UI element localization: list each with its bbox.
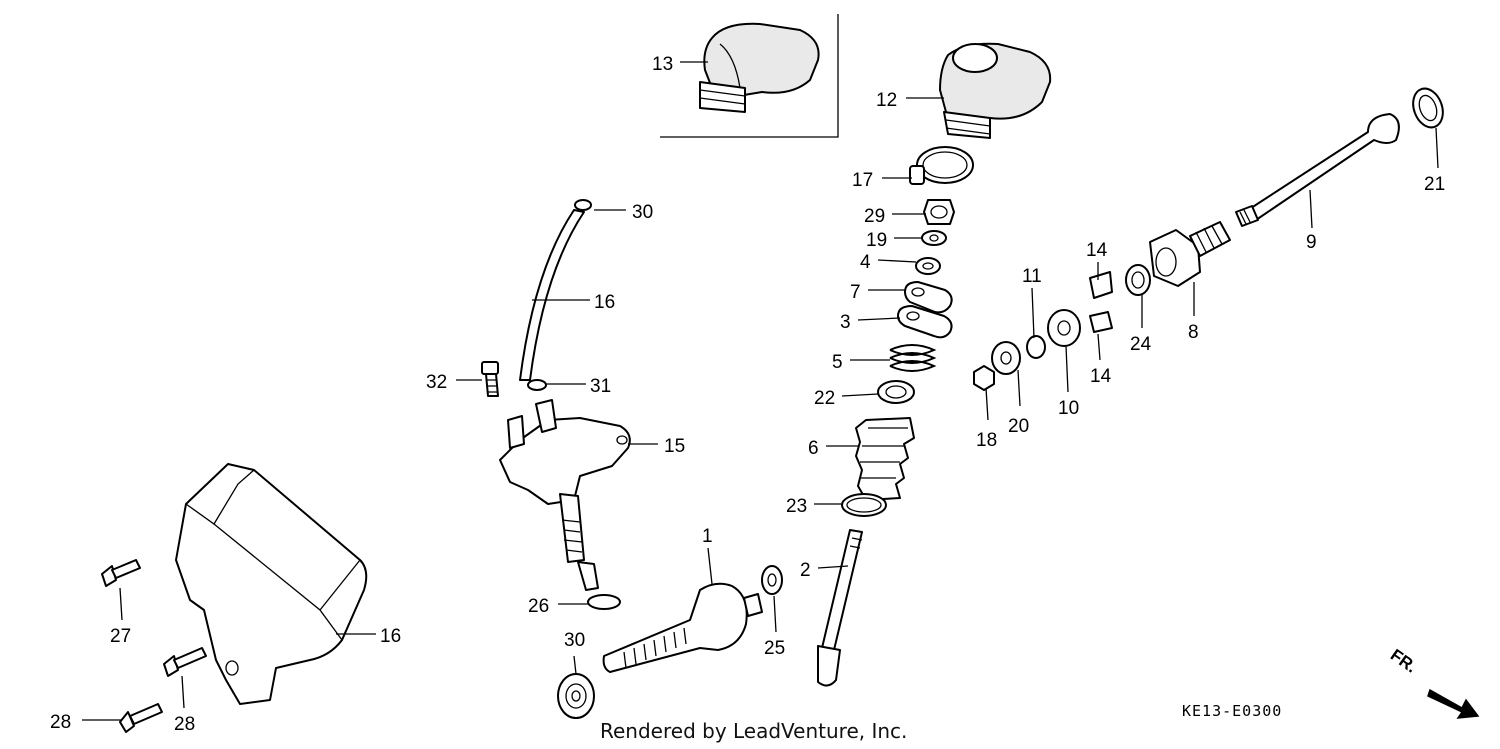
part-20-washer[interactable]	[991, 341, 1021, 375]
part-4-collar[interactable]	[915, 257, 941, 275]
part-3-plate[interactable]	[897, 305, 953, 339]
part-26-oring[interactable]	[841, 493, 887, 517]
callout-14-upper: 14	[1086, 240, 1108, 261]
part-28-bolt-b[interactable]	[163, 647, 207, 677]
front-arrow-icon	[1427, 688, 1480, 719]
leader-lines	[82, 61, 1439, 721]
part-25-bearing[interactable]	[1125, 264, 1151, 296]
callout-1: 1	[702, 526, 713, 547]
callout-27: 26	[528, 596, 549, 617]
part-29-nut[interactable]	[923, 199, 955, 225]
part-13-boot[interactable]	[660, 14, 839, 138]
callout-26: 23	[786, 496, 807, 517]
part-6-housing[interactable]	[855, 417, 915, 501]
callout-13: 13	[652, 54, 673, 75]
part-8-fitting[interactable]	[1149, 221, 1231, 287]
part-7-plate[interactable]	[904, 281, 953, 314]
part-14-clip-lower[interactable]	[1089, 311, 1113, 333]
callout-16: 16	[594, 292, 615, 313]
part-32-bearing[interactable]	[557, 673, 595, 719]
render-credit: Rendered by LeadVenture, Inc.	[600, 719, 907, 743]
callout-5: 5	[832, 352, 843, 373]
part-28-bolt-a[interactable]	[101, 559, 141, 587]
part-23-washer[interactable]	[1408, 84, 1448, 131]
callout-8: 8	[1188, 322, 1199, 343]
part-2-shaft[interactable]	[817, 529, 863, 687]
part-17-cover[interactable]	[175, 463, 368, 705]
callout-28-c: 28	[50, 712, 71, 733]
callout-15: 15	[664, 436, 685, 457]
part-9-shaft[interactable]	[1235, 113, 1400, 227]
callout-30-upper: 30	[632, 202, 653, 223]
part-12-boot[interactable]	[939, 42, 1052, 139]
callout-25: 24	[1130, 334, 1152, 355]
callout-28-a: 27	[110, 626, 131, 647]
part-5-spring[interactable]	[889, 344, 937, 372]
callout-29: 29	[864, 206, 885, 227]
part-16-tube[interactable]	[519, 209, 585, 381]
callout-10: 10	[1058, 398, 1079, 419]
part-28-bolt-c[interactable]	[119, 703, 163, 733]
part-31-bolt[interactable]	[481, 361, 499, 397]
callout-32: 30	[564, 630, 585, 651]
callout-24: 22	[814, 388, 835, 409]
callout-12: 12	[876, 90, 897, 111]
callout-3: 3	[840, 312, 851, 333]
callout-20: 20	[1008, 416, 1029, 437]
callout-9: 9	[1306, 232, 1317, 253]
callout-7: 7	[850, 282, 861, 303]
front-direction-indicator: FR.	[1387, 645, 1480, 719]
part-22-washer[interactable]	[761, 565, 783, 595]
callout-18: 17	[852, 170, 873, 191]
part-10-washer[interactable]	[1047, 309, 1081, 347]
part-1-gear-shaft[interactable]	[602, 582, 763, 673]
callout-30-lower: 31	[590, 376, 611, 397]
callout-6: 6	[808, 438, 819, 459]
part-15-pump[interactable]	[499, 399, 631, 591]
callout-14-lower: 14	[1090, 366, 1112, 387]
front-label: FR.	[1387, 645, 1420, 676]
callout-2: 2	[800, 560, 811, 581]
part-14-clip-upper[interactable]	[1089, 271, 1113, 299]
part-30-clip-lower[interactable]	[527, 379, 547, 391]
callouts: 13 12 17 29 19 4 7 3 5 22 6 23 2 21 9 14…	[50, 54, 1445, 735]
part-18-clamp[interactable]	[909, 146, 974, 185]
callout-23: 21	[1424, 174, 1445, 195]
callout-22: 25	[764, 638, 785, 659]
callout-17: 16	[380, 626, 401, 647]
part-21-washer[interactable]	[921, 230, 947, 246]
callout-11: 11	[1022, 266, 1042, 287]
callout-4: 4	[860, 252, 871, 273]
callout-21: 19	[866, 230, 887, 251]
part-27-oring[interactable]	[587, 594, 621, 610]
diagram-code: KE13-E0300	[1182, 702, 1282, 720]
callout-19: 18	[976, 430, 997, 451]
callout-31: 32	[426, 372, 447, 393]
callout-28-b: 28	[174, 714, 195, 735]
part-24-seal[interactable]	[877, 380, 915, 404]
part-30-clip-upper[interactable]	[574, 199, 592, 211]
part-19-nut[interactable]	[973, 365, 995, 391]
part-11-collar[interactable]	[1026, 335, 1046, 359]
